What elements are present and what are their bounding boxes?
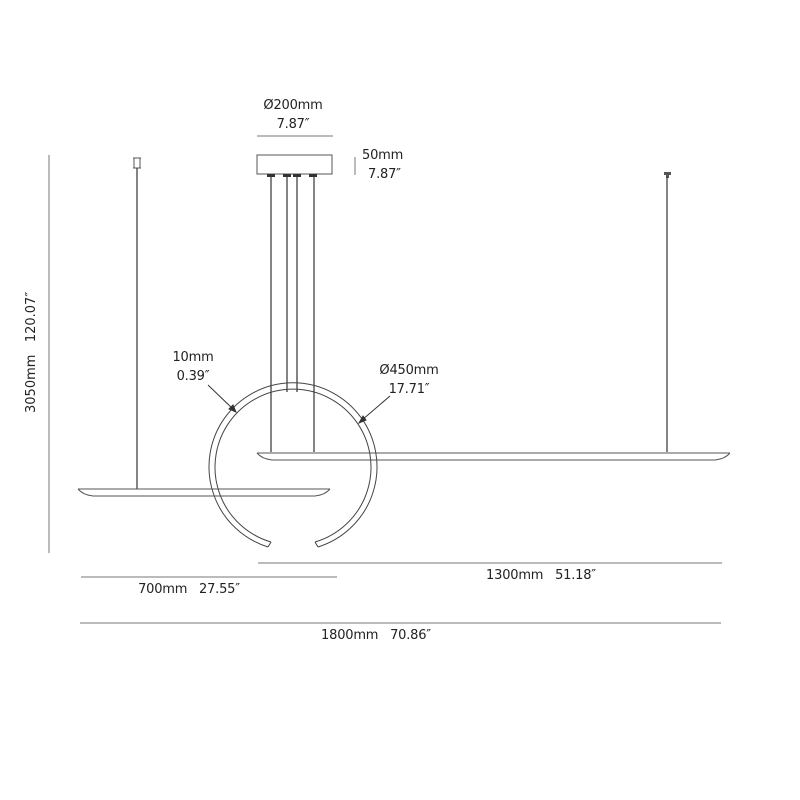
right-ceiling-anchor — [664, 172, 671, 178]
canopy-diameter-mm: Ø200mm — [263, 98, 323, 113]
left-ceiling-anchor — [133, 157, 141, 169]
ring-diameter-in: 17.71″ — [388, 382, 430, 397]
ring-thickness-leader — [207, 384, 237, 413]
ring-thickness-mm: 10mm — [172, 350, 214, 365]
total-height-in: 120.07″ — [24, 291, 39, 343]
ring-diameter-leader — [357, 395, 391, 425]
canopy-height-in: 7.87″ — [368, 167, 401, 182]
ring-thickness-in: 0.39″ — [176, 369, 210, 384]
canopy-diameter-in: 7.87″ — [276, 117, 310, 132]
ceiling-canopy — [256, 154, 333, 175]
canopy-height-mm: 50mm — [362, 148, 404, 163]
total-height-label: 3050mm 120.07″ — [24, 292, 39, 413]
right-bar-length-label: 1300mm 51.18″ — [486, 568, 596, 583]
total-length-label: 1800mm 70.86″ — [321, 628, 431, 643]
total-height-mm: 3050mm — [24, 354, 39, 413]
left-light-bar — [77, 488, 331, 497]
canopy-wire-clamps — [267, 174, 317, 177]
right-light-bar — [256, 452, 731, 461]
suspension-wires-center — [270, 177, 315, 452]
horizontal-dimension-lines — [80, 562, 722, 624]
left-bar-length-label: 700mm 27.55″ — [138, 582, 240, 597]
ring-diameter-mm: Ø450mm — [379, 363, 439, 378]
ring-element — [208, 382, 378, 548]
